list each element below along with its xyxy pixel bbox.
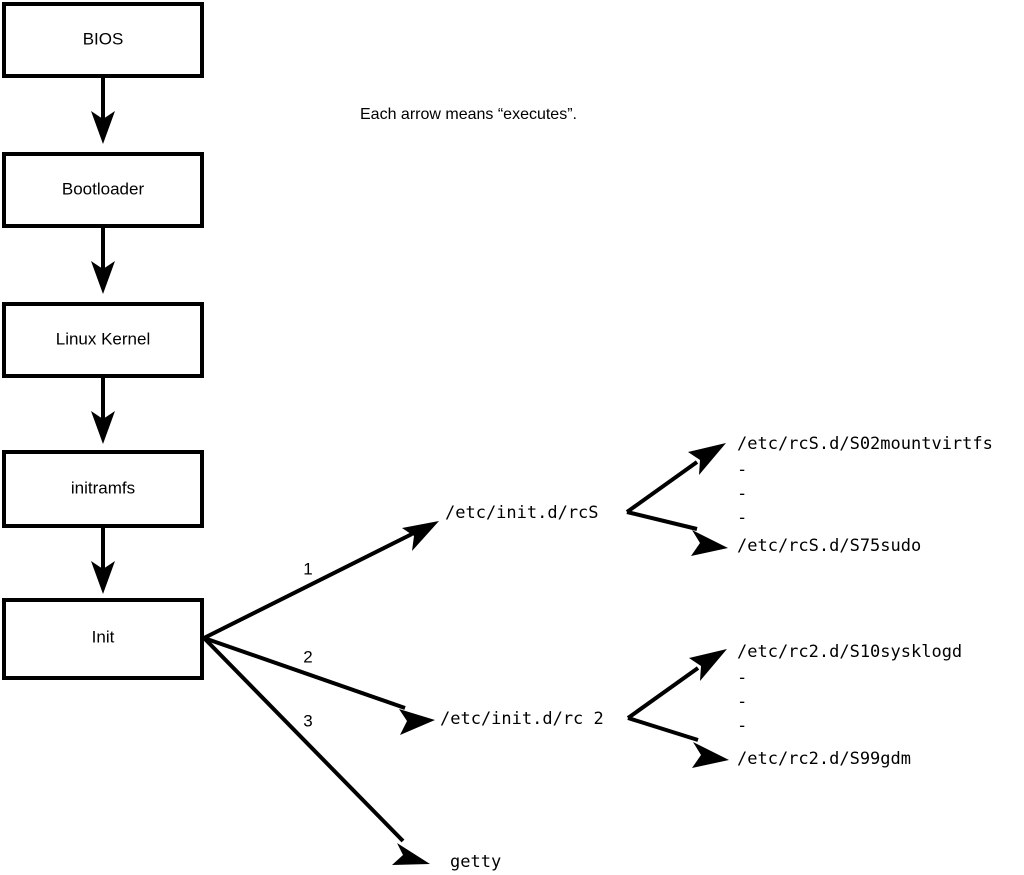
node-linux-kernel[interactable]: Linux Kernel (2, 302, 204, 378)
node-initramfs[interactable]: initramfs (2, 450, 204, 528)
edge-number-1: 1 (303, 559, 312, 578)
arrow-head-icon (691, 530, 728, 556)
rc2-ellipsis-dash-1: - (737, 668, 747, 688)
arrow-head-icon (688, 443, 726, 475)
rc2-ellipsis-dash-3: - (737, 716, 747, 736)
node-bios[interactable]: BIOS (2, 2, 204, 78)
node-bios-label: BIOS (83, 29, 124, 48)
label-rcs-first-script: /etc/rcS.d/S02mountvirtfs (737, 434, 993, 454)
edge-initramfs-to-init (91, 528, 115, 594)
node-init-label: Init (92, 627, 115, 646)
node-init[interactable]: Init (2, 598, 204, 680)
edge-rc2-to-s10sysklogd (626, 649, 727, 720)
arrow-head-icon (399, 709, 435, 735)
label-rc2-last-script: /etc/rc2.d/S99gdm (737, 749, 911, 769)
arrow-head-icon (91, 561, 115, 594)
edge-number-2: 2 (303, 647, 312, 666)
label-init-d-rcs: /etc/init.d/rcS (445, 503, 599, 523)
arrow-head-icon (402, 521, 439, 551)
edge-rc2-to-s99gdm (627, 716, 729, 768)
label-getty: getty (450, 852, 501, 872)
arrow-head-icon (689, 649, 727, 681)
label-rcs-last-script: /etc/rcS.d/S75sudo (737, 536, 921, 556)
label-init-d-rc2: /etc/init.d/rc 2 (440, 709, 604, 729)
edge-bios-to-bootloader (91, 78, 115, 144)
rc2-ellipsis-dash-2: - (737, 692, 747, 712)
edge-bootloader-to-kernel (91, 228, 115, 294)
arrow-head-icon (692, 742, 729, 768)
node-linux-kernel-label: Linux Kernel (56, 329, 151, 348)
rcs-ellipsis-dash-2: - (737, 484, 747, 504)
arrow-head-icon (91, 411, 115, 444)
edge-init-to-rc2: 2 (203, 636, 435, 735)
arrow-head-icon (91, 111, 115, 144)
edge-init-to-getty: 3 (202, 636, 430, 865)
diagram-note: Each arrow means “executes”. (360, 106, 577, 123)
node-bootloader[interactable]: Bootloader (2, 152, 204, 228)
arrow-head-icon (392, 843, 430, 865)
node-bootloader-label: Bootloader (62, 179, 145, 198)
node-initramfs-label: initramfs (71, 478, 135, 497)
rcs-ellipsis-dash-1: - (737, 460, 747, 480)
edge-rcs-to-s02mountvirtfs (625, 443, 726, 514)
label-rc2-first-script: /etc/rc2.d/S10sysklogd (737, 642, 962, 662)
arrow-head-icon (91, 261, 115, 294)
edge-kernel-to-initramfs (91, 378, 115, 444)
edge-number-3: 3 (303, 711, 312, 730)
edge-rcs-to-s75sudo (626, 510, 728, 556)
edge-init-to-rcs: 1 (203, 521, 439, 640)
rcs-ellipsis-dash-3: - (737, 508, 747, 528)
